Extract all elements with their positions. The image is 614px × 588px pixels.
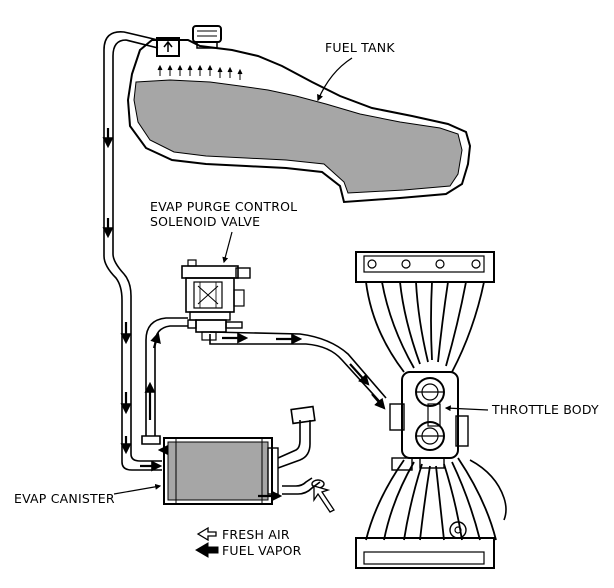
- fuel-vapor-legend-icon: [195, 542, 219, 558]
- fresh-air-legend-label: FRESH AIR: [222, 527, 290, 542]
- fuel-level: [133, 79, 463, 194]
- evap-canister: [163, 405, 335, 513]
- fresh-air-inlet-arrow: [313, 485, 335, 513]
- legend: FRESH AIR FUEL VAPOR: [195, 526, 302, 558]
- purge-line: [141, 317, 387, 456]
- fuel-tank-label: FUEL TANK: [325, 40, 395, 55]
- fresh-air-legend-icon: [196, 526, 217, 542]
- filler-cap: [192, 25, 222, 43]
- fuel-tank: [126, 25, 472, 204]
- canister-label: EVAP CANISTER: [14, 491, 115, 506]
- throttle-body-label: THROTTLE BODY: [491, 402, 599, 417]
- purge-valve-label-line2: SOLENOID VALVE: [150, 214, 260, 229]
- vapor-arrows: [157, 64, 243, 80]
- fuel-vapor-legend-label: FUEL VAPOR: [222, 543, 302, 558]
- evap-purge-solenoid-valve: [181, 259, 251, 341]
- intake-manifold: [355, 251, 507, 569]
- vapor-line-tank-to-canister: [102, 31, 163, 472]
- throttle-body: [389, 371, 469, 471]
- purge-valve-label-line1: EVAP PURGE CONTROL: [150, 199, 297, 214]
